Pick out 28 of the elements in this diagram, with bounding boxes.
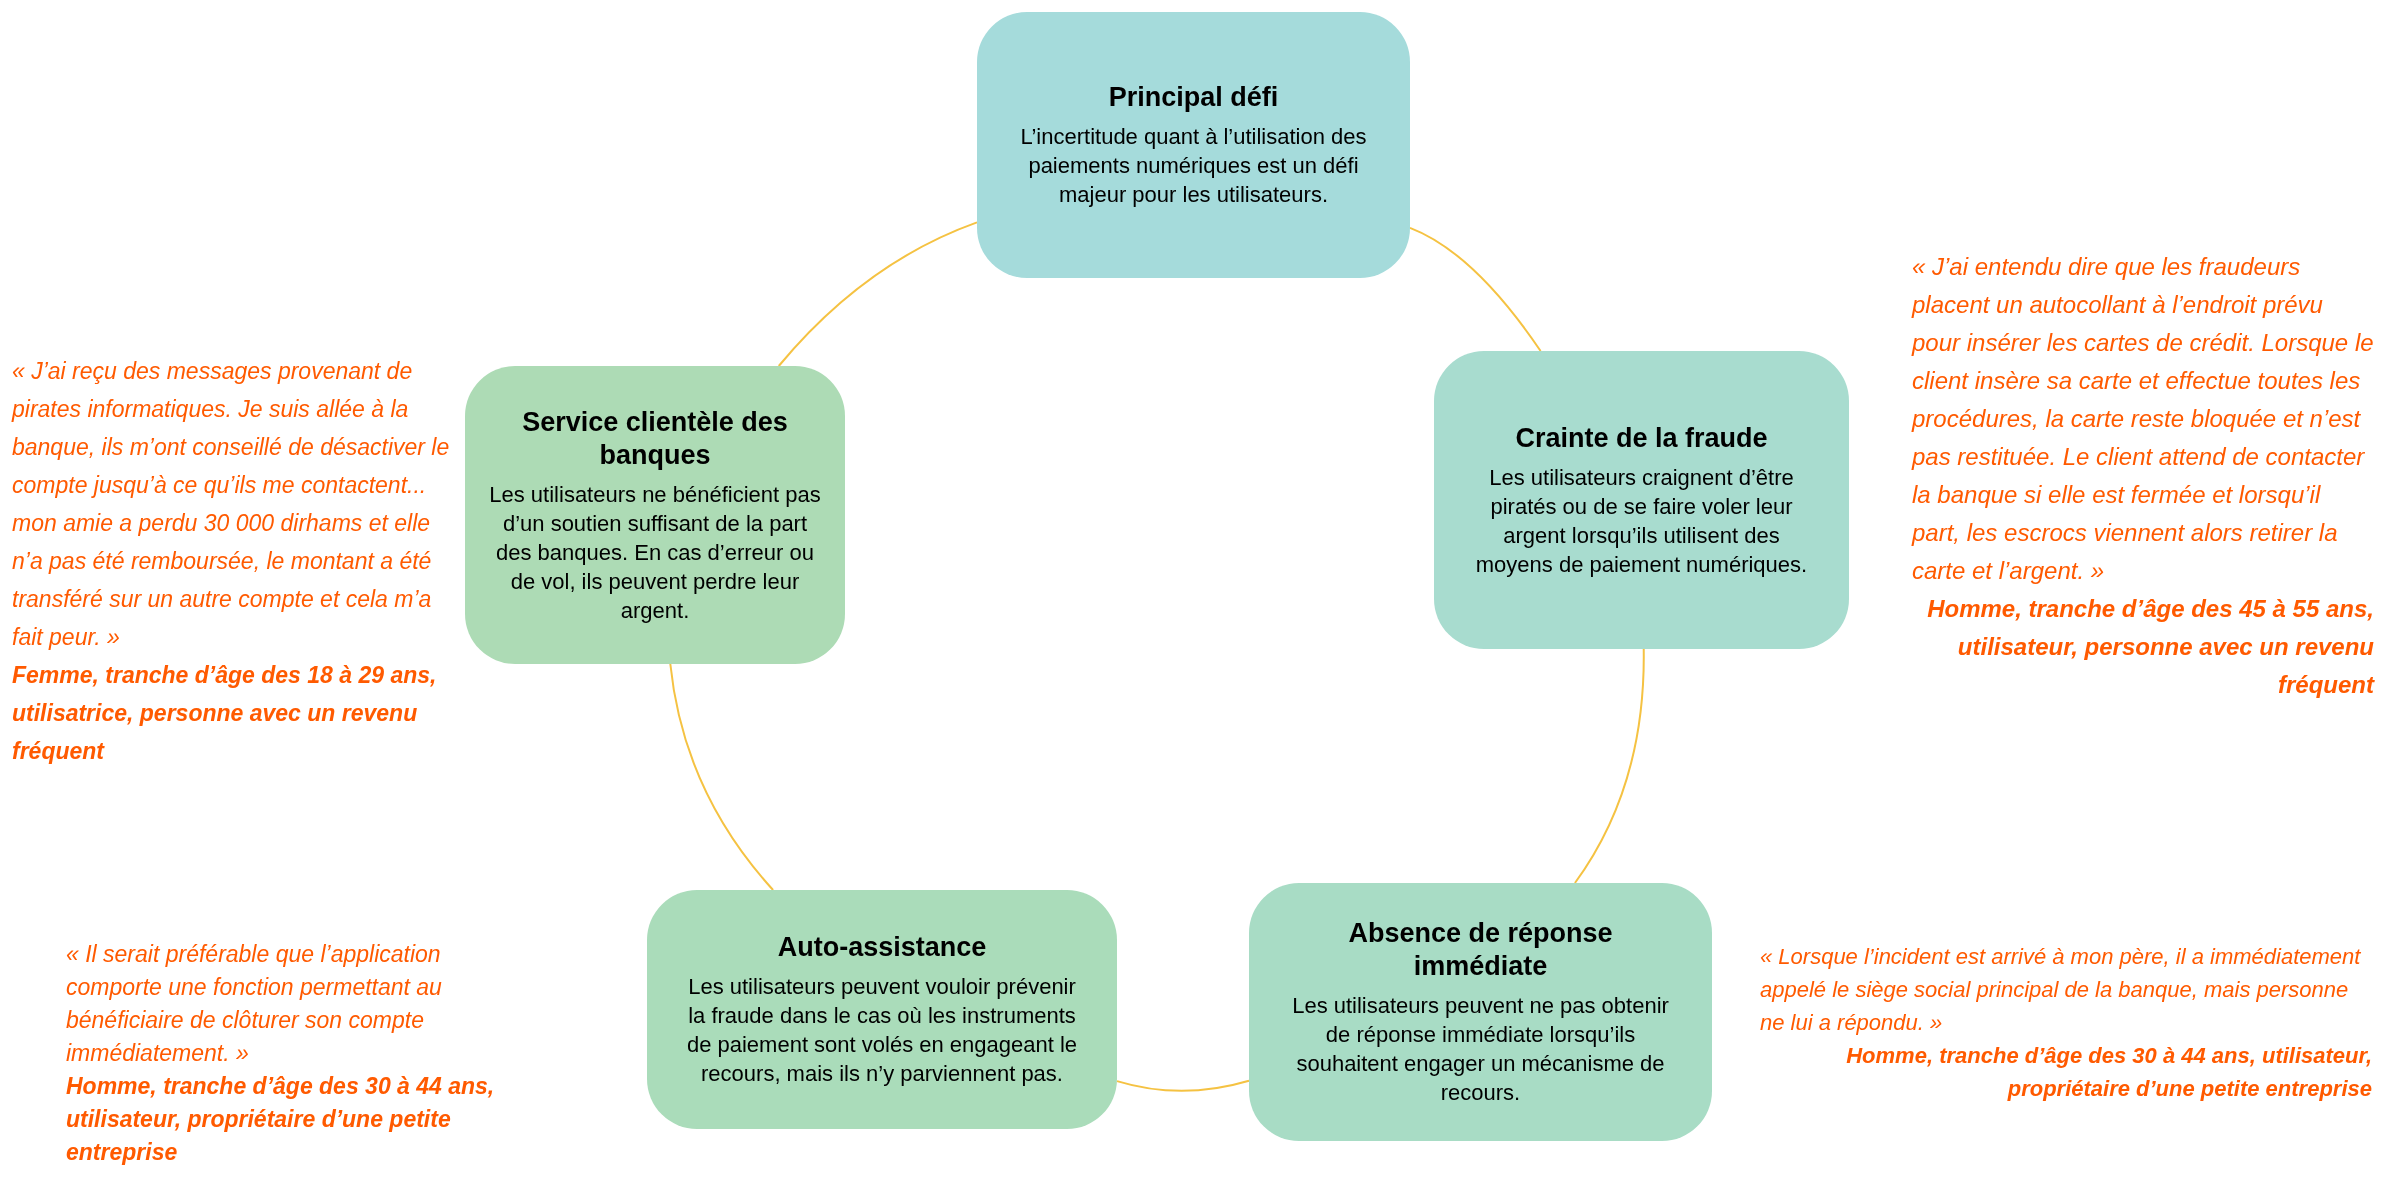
box-title: Crainte de la fraude	[1515, 421, 1768, 455]
quote-attribution: Homme, tranche d’âge des 30 à 44 ans, utilisateur, propriétaire d’une petite entreprise	[66, 1072, 496, 1167]
box-title: Service clientèle des banques	[521, 405, 789, 472]
quote-attribution: Homme, tranche d’âge des 45 à 55 ans, utilisateur, personne avec un revenu fréquent	[1926, 594, 2374, 700]
box-title: Principal défi	[1108, 81, 1279, 114]
box-title: Auto-assistance	[777, 931, 987, 964]
quote-attribution: Homme, tranche d’âge des 30 à 44 ans, utilisateur, propriétaire d’une petite entreprise	[1845, 1042, 2372, 1103]
quote-text: « J’ai reçu des messages provenant de pirates informatiques. Je suis allée à la banque, ils m’ont conseillé de désactiver le compte jusqu’à ce qu’ils me contactent... mon amie a perdu 30 000 dirhams et elle n’a pas été remboursée, le montant a été transféré sur un autre compte et cela m’a fait peur. »	[12, 357, 451, 652]
box-description: Les utilisateurs ne bénéficient pas d’un soutien suffisant de la part des banques. En cas d’erreur ou de vol, ils peuvent perdre leur argent.	[489, 480, 821, 625]
quote-text: « Il serait préférable que l’application comporte une fonction permettant au bénéficiaire de clôturer son compte immédiatement. »	[66, 940, 443, 1068]
connector-arc	[777, 221, 978, 367]
quote-attribution: Femme, tranche d’âge des 18 à 29 ans, utilisatrice, personne avec un revenu fréquent	[12, 661, 438, 766]
connector-arc	[1116, 1079, 1250, 1092]
box-title: Absence de réponse immédiate	[1347, 917, 1614, 983]
rounded-box	[647, 890, 1117, 1129]
rounded-box	[1434, 351, 1849, 649]
box-description: Les utilisateurs peuvent ne pas obtenir de réponse immédiate lorsqu’ils souhaitent engager un mécanisme de recours.	[1291, 992, 1670, 1107]
box-description: Les utilisateurs craignent d’être piratés ou de se faire voler leur argent lorsqu’ils utilisent des moyens de paiement numériques.	[1474, 463, 1809, 579]
box-description: L’incertitude quant à l’utilisation des paiements numériques est un défi majeur pour les utilisateurs.	[1019, 123, 1368, 209]
rounded-box	[1249, 883, 1712, 1141]
rounded-box	[977, 12, 1410, 278]
rounded-box	[465, 366, 845, 664]
connector-arc	[1573, 648, 1645, 884]
connector-arc	[669, 663, 775, 891]
quote-text: « Lorsque l’incident est arrivé à mon père, il a immédiatement appelé le siège social principal de la banque, mais personne ne lui a répondu. »	[1760, 943, 2362, 1037]
connector-arc	[1409, 226, 1542, 352]
box-description: Les utilisateurs peuvent vouloir prévenir la fraude dans le cas où les instruments de paiement sont volés en engageant le recours, mais ils n’y parviennent pas.	[685, 973, 1079, 1088]
quote-text: « J’ai entendu dire que les fraudeurs placent un autocollant à l’endroit prévu pour insérer les cartes de crédit. Lorsque le client insère sa carte et effectue toutes les procédures, la carte reste bloquée et n’est pas restituée. Le client attend de contacter la banque si elle est fermée et lorsqu’il part, les escrocs viennent alors retirer la carte et l’argent. »	[1912, 252, 2374, 586]
